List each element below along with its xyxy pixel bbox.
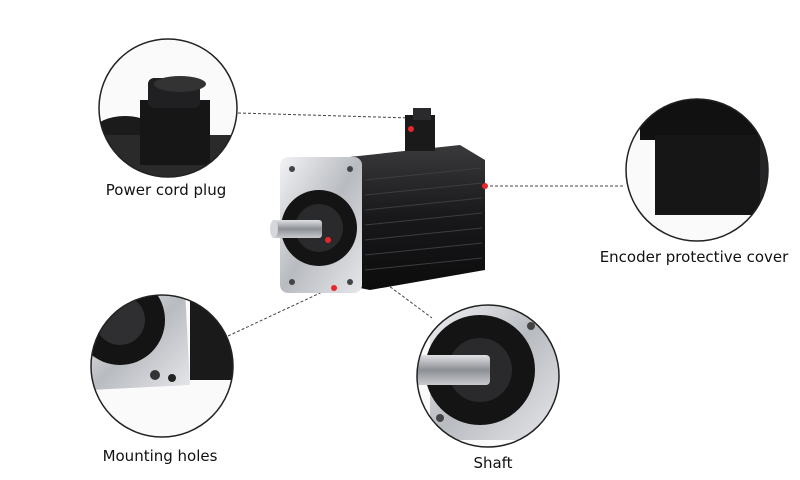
callout-encoder-cover-image bbox=[626, 99, 768, 241]
label-shaft: Shaft bbox=[473, 454, 513, 472]
callout-mounting-holes-image bbox=[91, 295, 233, 437]
callout-shaft-image bbox=[417, 305, 559, 447]
label-encoder-protective-cover: Encoder protective cover bbox=[599, 248, 789, 266]
label-power-cord-plug: Power cord plug bbox=[105, 181, 227, 199]
marker-dots bbox=[325, 126, 488, 291]
leader-line-mounting-holes bbox=[227, 286, 334, 337]
leader-line-power-cord bbox=[237, 112, 412, 119]
servo-motor-image bbox=[270, 108, 485, 293]
label-mounting-holes: Mounting holes bbox=[102, 447, 218, 465]
